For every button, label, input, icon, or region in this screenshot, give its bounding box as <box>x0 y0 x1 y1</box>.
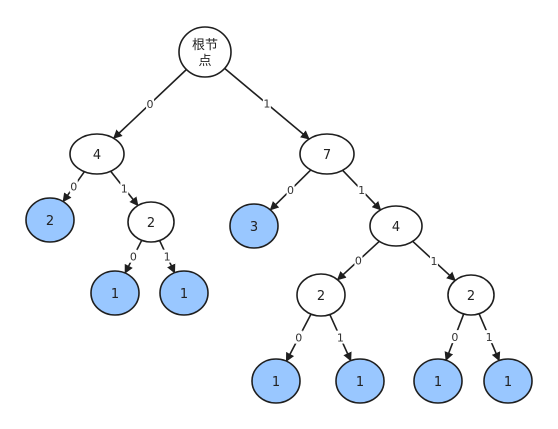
edge-label: 1 <box>263 98 270 111</box>
internal-node-n2c: 2 <box>447 274 495 316</box>
node-label: 1 <box>504 375 512 390</box>
edge-label: 0 <box>147 98 154 111</box>
node-layer: 根节点 4 7 2 2 3 4 1 1 2 2 1 1 1 1 <box>25 26 533 404</box>
edge-label-background <box>294 330 303 344</box>
edge-label: 1 <box>486 331 493 344</box>
node-shape <box>69 133 125 175</box>
node-label: 7 <box>323 148 331 163</box>
edge-label-background <box>336 330 345 344</box>
leaf-node-n1c: 1 <box>251 358 301 404</box>
edge-label: 0 <box>70 181 77 194</box>
leaf-node-n2leaf: 2 <box>25 197 75 243</box>
edge-label-layer: 0 1 0 1 0 1 0 1 0 1 0 1 0 1 <box>69 96 494 345</box>
node-shape <box>178 26 232 78</box>
edge-label: 0 <box>295 332 302 345</box>
node-shape <box>90 270 140 316</box>
node-shape <box>335 358 385 404</box>
node-shape <box>447 274 495 316</box>
edge-label: 0 <box>451 331 458 344</box>
leaf-node-n1a: 1 <box>90 270 140 316</box>
edge-label: 1 <box>358 184 365 197</box>
edge-label: 0 <box>130 251 137 264</box>
internal-node-n2a: 2 <box>127 201 175 243</box>
node-shape <box>251 358 301 404</box>
edge-label-background <box>450 330 459 344</box>
edge-label-background <box>163 249 172 263</box>
node-shape <box>483 358 533 404</box>
edge-label-background <box>354 253 363 267</box>
edge-label: 0 <box>287 184 294 197</box>
edge-label-background <box>69 179 78 193</box>
node-shape <box>299 133 355 175</box>
internal-node-n4a: 4 <box>69 133 125 175</box>
node-label: 1 <box>111 287 119 302</box>
leaf-node-n1f: 1 <box>483 358 533 404</box>
node-label: 1 <box>434 375 442 390</box>
edge-layer <box>62 67 501 362</box>
internal-node-n2b: 2 <box>296 273 346 317</box>
node-shape <box>127 201 175 243</box>
node-label: 2 <box>317 289 325 304</box>
node-shape <box>25 197 75 243</box>
internal-node-root: 根节点 <box>178 26 232 78</box>
edge-label: 1 <box>430 255 437 268</box>
node-label: 3 <box>250 220 258 235</box>
edge-label-background <box>120 181 129 195</box>
edge-label-background <box>129 249 138 263</box>
node-label: 1 <box>272 375 280 390</box>
node-label: 2 <box>467 289 475 304</box>
node-label: 4 <box>392 220 400 235</box>
leaf-node-n1e: 1 <box>413 358 463 404</box>
edge-label: 1 <box>164 251 171 264</box>
edge-label: 1 <box>121 182 128 195</box>
edge-label-background <box>286 182 295 196</box>
node-label: 点 <box>198 54 211 69</box>
node-label: 4 <box>93 148 101 163</box>
node-shape <box>159 270 209 316</box>
node-label: 根节 <box>192 38 218 53</box>
leaf-node-n1b: 1 <box>159 270 209 316</box>
node-label: 1 <box>356 375 364 390</box>
node-shape <box>369 205 423 247</box>
leaf-node-n1d: 1 <box>335 358 385 404</box>
edge-label-background <box>262 96 271 110</box>
internal-node-n7: 7 <box>299 133 355 175</box>
node-label: 1 <box>180 287 188 302</box>
node-shape <box>296 273 346 317</box>
edge-label-background <box>485 330 494 344</box>
edge-label-background <box>429 253 438 267</box>
edge-label-background <box>357 183 366 197</box>
node-shape <box>229 203 279 249</box>
node-label: 2 <box>147 216 155 231</box>
edge-label-background <box>146 96 155 110</box>
edge-label: 0 <box>355 255 362 268</box>
internal-node-n4b: 4 <box>369 205 423 247</box>
node-label: 2 <box>46 214 54 229</box>
leaf-node-n3leaf: 3 <box>229 203 279 249</box>
edge-label: 1 <box>337 332 344 345</box>
node-shape <box>413 358 463 404</box>
